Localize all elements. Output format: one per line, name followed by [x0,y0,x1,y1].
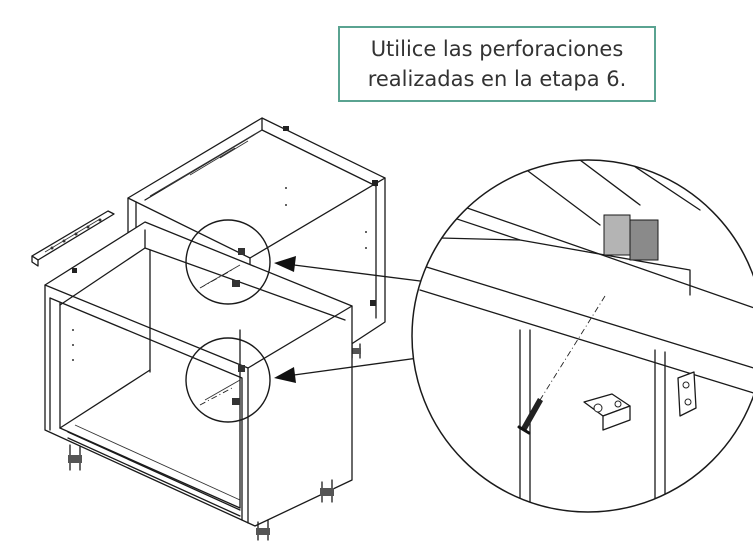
front-cabinet [44,221,353,541]
instruction-line-1: Utilice las perforaciones [370,37,624,61]
hinge-bracket-icon [583,393,631,431]
detail-circle-upper [185,219,271,305]
connector-strip [31,210,115,267]
pointer-arrow-upper [274,256,429,283]
screw-icon [517,398,543,435]
shim-block-left [603,214,631,256]
magnified-detail [411,159,753,513]
instruction-note: Utilice las perforaciones realizadas en … [338,26,656,102]
detail-circle-lower [185,337,271,423]
instruction-line-2: realizadas en la etapa 6. [367,67,627,91]
shim-block-right [629,219,659,261]
hinge-plate-icon [677,371,697,417]
